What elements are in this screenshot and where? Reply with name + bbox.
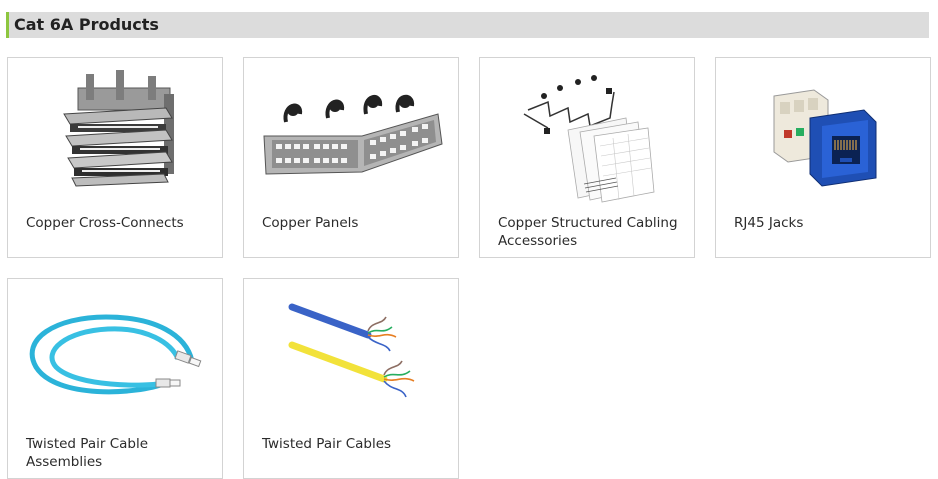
product-label: Copper Panels — [262, 215, 359, 231]
product-label: Copper Cross-Connects — [26, 215, 184, 231]
patch-panel-image — [252, 66, 450, 204]
section-header: Cat 6A Products — [6, 12, 929, 38]
product-label: Twisted Pair Cables — [262, 436, 392, 452]
product-label: Copper Structured Cabling Accessories — [498, 215, 678, 249]
product-label: RJ45 Jacks — [734, 215, 804, 231]
product-card-copper-panels[interactable]: Copper Panels — [243, 57, 459, 258]
cable-assembly-image — [16, 287, 214, 425]
product-card-twisted-pair-cable-assemblies[interactable]: Twisted Pair Cable Assemblies — [7, 278, 223, 479]
rj45-jack-image — [724, 66, 922, 204]
product-card-copper-cross-connects[interactable]: Copper Cross-Connects — [7, 57, 223, 258]
cross-connect-image — [16, 66, 214, 204]
cabling-accessories-image — [488, 66, 686, 204]
section-title: Cat 6A Products — [14, 15, 159, 34]
twisted-pair-cable-image — [252, 287, 450, 425]
product-card-twisted-pair-cables[interactable]: Twisted Pair Cables — [243, 278, 459, 479]
product-card-copper-structured-cabling-accessories[interactable]: Copper Structured Cabling Accessories — [479, 57, 695, 258]
product-label: Twisted Pair Cable Assemblies — [26, 436, 149, 470]
product-card-rj45-jacks[interactable]: RJ45 Jacks — [715, 57, 931, 258]
